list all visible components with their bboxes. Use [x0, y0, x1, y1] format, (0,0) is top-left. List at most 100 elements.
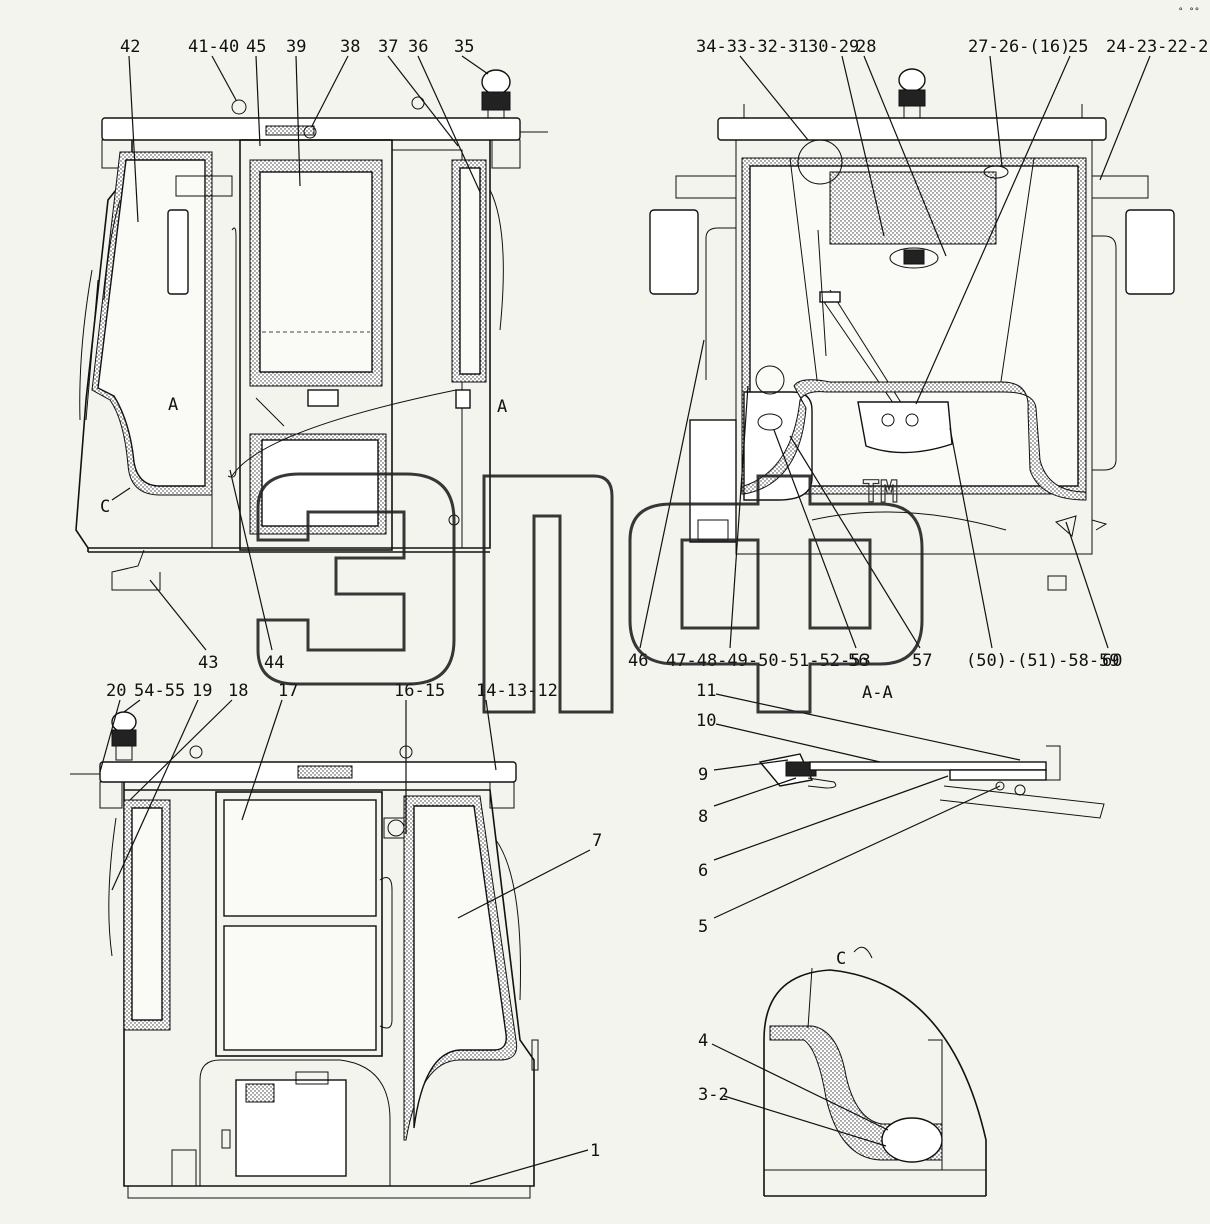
callout-11: 11	[696, 681, 716, 701]
front-glass-side	[413, 805, 507, 1129]
callout-30-29: 30-29	[808, 37, 859, 57]
callout-37: 37	[378, 37, 398, 57]
leader-5	[713, 785, 1001, 919]
callout-57: 57	[912, 651, 932, 671]
callout-38: 38	[340, 37, 360, 57]
callout-34-33-32-31: 34-33-32-31	[696, 37, 809, 57]
watermark-letter-1	[256, 472, 456, 686]
wiper-blade-fl	[85, 279, 99, 421]
door-upper-glass-side	[223, 799, 377, 917]
callout-60: 60	[1102, 651, 1122, 671]
roof-lip-left-side	[99, 781, 123, 809]
leader-7	[457, 849, 591, 919]
lifting-eye-2	[411, 96, 425, 110]
callout-44: 44	[264, 653, 284, 673]
control-panel-rear	[857, 401, 953, 454]
wiper-blade-holder-rear	[819, 291, 841, 303]
heater-latch	[221, 1129, 231, 1149]
wiper-blade-detail	[939, 785, 1105, 819]
control-knob-1	[881, 413, 895, 427]
wiper-side-left	[108, 817, 117, 957]
callout-9: 9	[698, 765, 708, 785]
gas-spring-side	[531, 1039, 539, 1071]
callout-16-15: 16-15	[394, 681, 445, 701]
mirror-left-rear	[649, 209, 699, 295]
reflector-rear	[1054, 515, 1077, 537]
wiper-arm-rear	[819, 295, 903, 417]
leader-11	[715, 693, 1021, 761]
leader-35	[461, 55, 489, 75]
control-knob-2	[905, 413, 919, 427]
heater-housing-side	[199, 1059, 391, 1186]
side-mirror-fl	[167, 209, 189, 295]
detail-c-corner-piece	[881, 1117, 943, 1163]
callout-14-13-12: 14-13-12	[476, 681, 558, 701]
leader-9	[713, 759, 789, 771]
door-lock	[307, 389, 339, 407]
door-handle	[255, 397, 285, 427]
wiper-arm-rear-2	[829, 289, 913, 421]
detail-c-arc	[853, 946, 873, 959]
wiper-arm-fl	[79, 269, 93, 421]
wiper-blade-rear	[817, 229, 827, 357]
door-frame-fl	[239, 139, 393, 551]
roof-seal-side	[297, 765, 353, 779]
callout-5: 5	[698, 917, 708, 937]
callout-20: 20	[106, 681, 126, 701]
watermark-letter-3	[628, 474, 924, 714]
roof-lip-right-side	[489, 781, 515, 809]
callout-10: 10	[696, 711, 716, 731]
cab-body-rear	[735, 139, 1093, 555]
heater-grille	[245, 1083, 275, 1103]
callout-46: 46	[628, 651, 648, 671]
wiper-detail-view: 11 10 9 8 6 5	[696, 681, 1105, 937]
mirror-right-rear	[1125, 209, 1175, 295]
wiper-motor-fl	[103, 199, 121, 301]
step-fl	[111, 549, 161, 591]
b-pillar-fl	[392, 149, 463, 548]
mirror-bracket-right-rear	[1091, 175, 1149, 199]
leader-25	[915, 55, 1071, 405]
callout-56: 56	[848, 651, 868, 671]
door-swing-arc-fl	[231, 389, 457, 477]
detail-c-title: C	[836, 949, 846, 969]
latch-fl	[455, 389, 471, 409]
leader-27-26	[989, 55, 1003, 167]
side-right-view: 20 54-55 19 18 17 16-15 14-13-12 7 1	[70, 681, 602, 1199]
beacon-lamp-rear	[898, 68, 926, 119]
lifting-eye-1	[231, 99, 247, 115]
beacon-lamp-side	[111, 711, 137, 761]
callout-4: 4	[698, 1031, 708, 1051]
leader-57	[789, 435, 921, 649]
leader-39	[295, 55, 301, 187]
detail-c-outline	[763, 969, 987, 1196]
callout-8: 8	[698, 807, 708, 827]
lifting-eye-side-1	[189, 745, 203, 759]
leader-4	[711, 1043, 889, 1131]
handrail-rear-right	[1092, 235, 1117, 471]
door-frame-side	[215, 791, 383, 1057]
callout-54-55: 54-55	[134, 681, 185, 701]
wiper-clamp-detail	[807, 777, 837, 789]
watermark-letter-2	[482, 474, 614, 714]
vent-left-rear	[757, 413, 783, 431]
callout-47-53: 47-48-49-50-51-52-53	[666, 651, 871, 671]
callout-42: 42	[120, 37, 140, 57]
watermark-logo: TM	[256, 472, 924, 714]
leader-41-40	[211, 55, 237, 101]
rear-view-section-aa: 34-33-32-31 30-29 28 27-26-(16) 25 24-23…	[628, 37, 1210, 703]
view-c-arrow-fl	[111, 487, 131, 501]
floor-box-side	[171, 1149, 197, 1187]
mirror-bracket-fl	[175, 175, 233, 197]
headliner-fan-panel	[829, 171, 997, 245]
rear-glass-side	[131, 807, 163, 1021]
leader-43	[149, 579, 207, 651]
callout-43: 43	[198, 653, 218, 673]
callout-19: 19	[192, 681, 212, 701]
handrail-fl	[227, 227, 237, 478]
seat-base-rear	[811, 511, 1007, 531]
leader-60	[1065, 521, 1109, 649]
watermark-trademark: TM	[862, 475, 898, 510]
